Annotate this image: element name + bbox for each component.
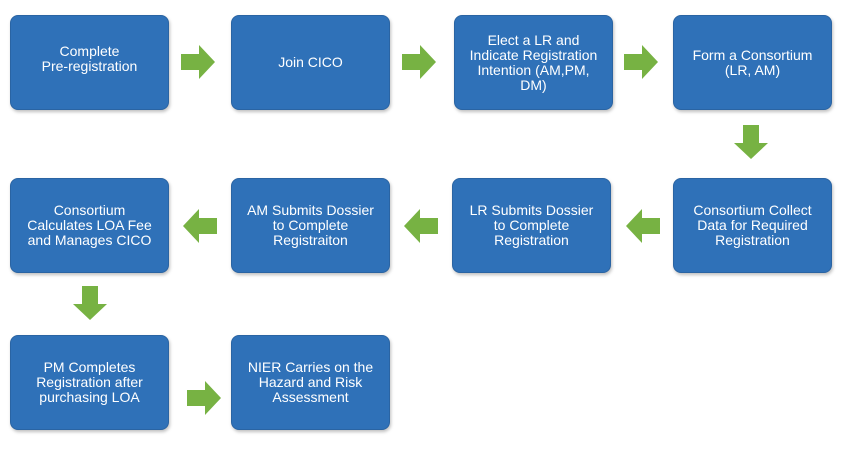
step-label: NIER Carries on the Hazard and Risk Asse… xyxy=(247,359,374,405)
step-am-submits-dossier: AM Submits Dossier to Complete Registrai… xyxy=(231,178,390,273)
step-label: Consortium Collect Data for Required Reg… xyxy=(693,202,812,248)
step-pm-completes-registration: PM Completes Registration after purchasi… xyxy=(10,335,169,430)
arrow-right-icon xyxy=(181,45,215,79)
step-consortium-collect-data: Consortium Collect Data for Required Reg… xyxy=(673,178,832,273)
step-label: Complete Pre-registration xyxy=(41,43,138,74)
step-complete-preregistration: Complete Pre-registration xyxy=(10,15,169,110)
step-elect-lr: Elect a LR and Indicate Registration Int… xyxy=(454,15,613,110)
arrow-down-icon xyxy=(734,125,768,159)
step-label: Form a Consortium (LR, AM) xyxy=(692,47,813,78)
arrow-right-icon xyxy=(402,45,436,79)
arrow-right-icon xyxy=(624,45,658,79)
step-label: AM Submits Dossier to Complete Registrai… xyxy=(247,202,374,248)
arrow-left-icon xyxy=(626,209,660,243)
arrow-down-icon xyxy=(73,286,107,320)
arrow-right-icon xyxy=(187,381,221,415)
step-label: PM Completes Registration after purchasi… xyxy=(36,359,143,405)
step-form-consortium: Form a Consortium (LR, AM) xyxy=(673,15,832,110)
arrow-left-icon xyxy=(404,209,438,243)
step-label: Consortium Calculates LOA Fee and Manage… xyxy=(27,202,152,248)
step-join-cico: Join CICO xyxy=(231,15,390,110)
step-lr-submits-dossier: LR Submits Dossier to Complete Registrat… xyxy=(452,178,611,273)
step-label: LR Submits Dossier to Complete Registrat… xyxy=(469,202,594,248)
step-nier-assessment: NIER Carries on the Hazard and Risk Asse… xyxy=(231,335,390,430)
arrow-left-icon xyxy=(183,209,217,243)
step-consortium-calculates-loa: Consortium Calculates LOA Fee and Manage… xyxy=(10,178,169,273)
step-label: Join CICO xyxy=(278,54,343,70)
step-label: Elect a LR and Indicate Registration Int… xyxy=(469,32,598,93)
